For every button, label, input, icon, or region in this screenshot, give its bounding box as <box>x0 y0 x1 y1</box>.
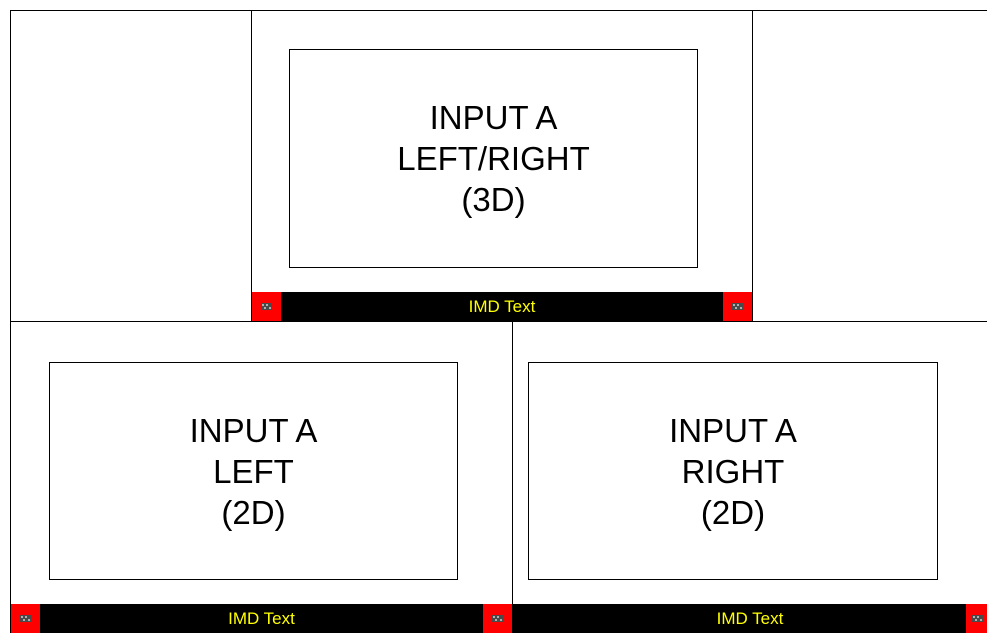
tally-indicator-icon <box>966 604 987 633</box>
top-window-right-border <box>752 10 753 321</box>
tally-indicator-icon <box>483 604 512 633</box>
bottom-left-window-imd-text: IMD Text <box>228 609 295 628</box>
bottom-right-window-input-label: INPUT A RIGHT (2D) <box>669 410 797 533</box>
top-window-imd-bar: IMD Text <box>252 292 752 321</box>
top-window-imd-text: IMD Text <box>468 297 536 316</box>
bottom-right-label-line-3: (2D) <box>700 493 766 531</box>
top-window-left-border <box>251 10 252 321</box>
top-window-label-line-3: (3D) <box>461 181 526 218</box>
tally-indicator-icon <box>723 292 752 321</box>
bottom-left-window-input-box: INPUT A LEFT (2D) <box>49 362 458 580</box>
bottom-left-window-imd-bar: IMD Text <box>11 604 512 633</box>
bottom-right-label-line-2: RIGHT <box>681 452 785 490</box>
top-window-input-box: INPUT A LEFT/RIGHT (3D) <box>289 49 698 268</box>
top-window-label-line-2: LEFT/RIGHT <box>397 140 590 177</box>
top-window-label-line-1: INPUT A <box>429 99 558 136</box>
tally-indicator-icon <box>252 292 281 321</box>
bottom-right-label-line-1: INPUT A <box>669 411 797 449</box>
tally-indicator-icon <box>11 604 40 633</box>
bottom-center-divider <box>512 321 513 633</box>
bottom-left-label-line-2: LEFT <box>213 452 294 490</box>
top-window-input-label: INPUT A LEFT/RIGHT (3D) <box>397 97 590 220</box>
bottom-right-window-imd-text: IMD Text <box>716 609 784 628</box>
middle-divider <box>10 321 987 322</box>
bottom-left-label-line-1: INPUT A <box>189 411 318 449</box>
top-border <box>10 10 987 11</box>
bottom-left-label-line-3: (2D) <box>221 493 286 531</box>
bottom-right-window-imd-bar: IMD Text <box>513 604 987 633</box>
bottom-left-window-input-label: INPUT A LEFT (2D) <box>190 410 318 533</box>
bottom-right-window-input-box: INPUT A RIGHT (2D) <box>528 362 938 580</box>
